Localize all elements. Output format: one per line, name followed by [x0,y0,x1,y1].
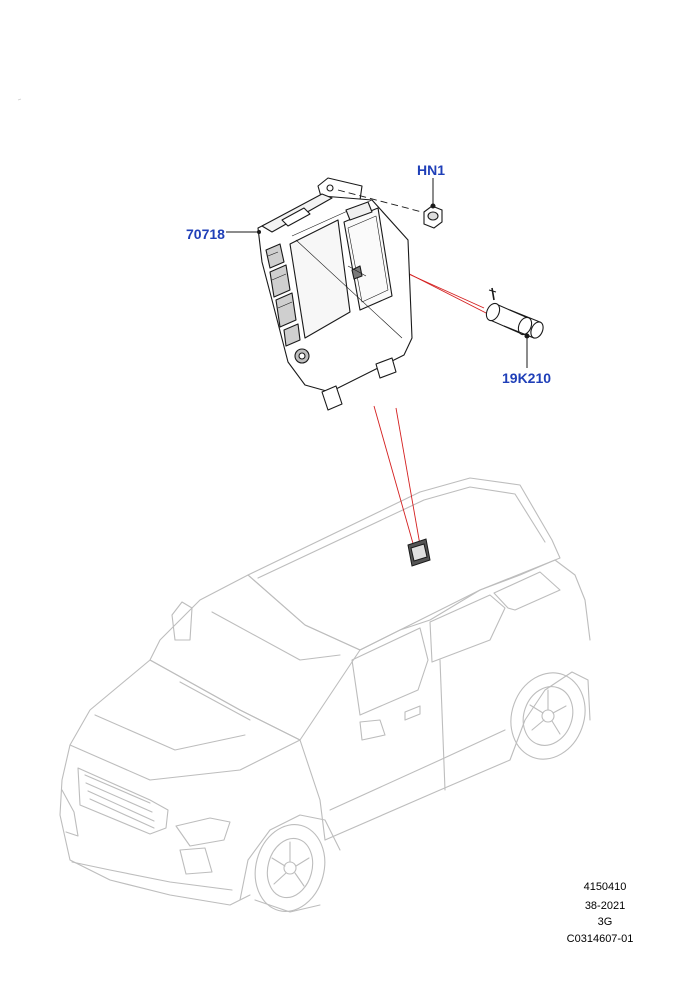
reference-line-4: C0314607-01 [566,933,634,945]
callout-70718: 70718 [186,226,225,242]
battery-19k210 [485,287,544,368]
leader-70718 [226,230,261,234]
reference-line-2: 38-2021 [584,900,626,912]
roof-location-marker [407,538,431,567]
control-module [257,177,413,411]
nut-hn1 [337,178,443,229]
callout-19k210: 19K210 [502,370,552,386]
vehicle-outline [59,477,591,913]
callout-hn1: HN1 [417,162,446,178]
reference-line-3: 3G [597,916,613,928]
stray-mark [17,98,22,101]
reference-line-1: 4150410 [583,881,627,893]
